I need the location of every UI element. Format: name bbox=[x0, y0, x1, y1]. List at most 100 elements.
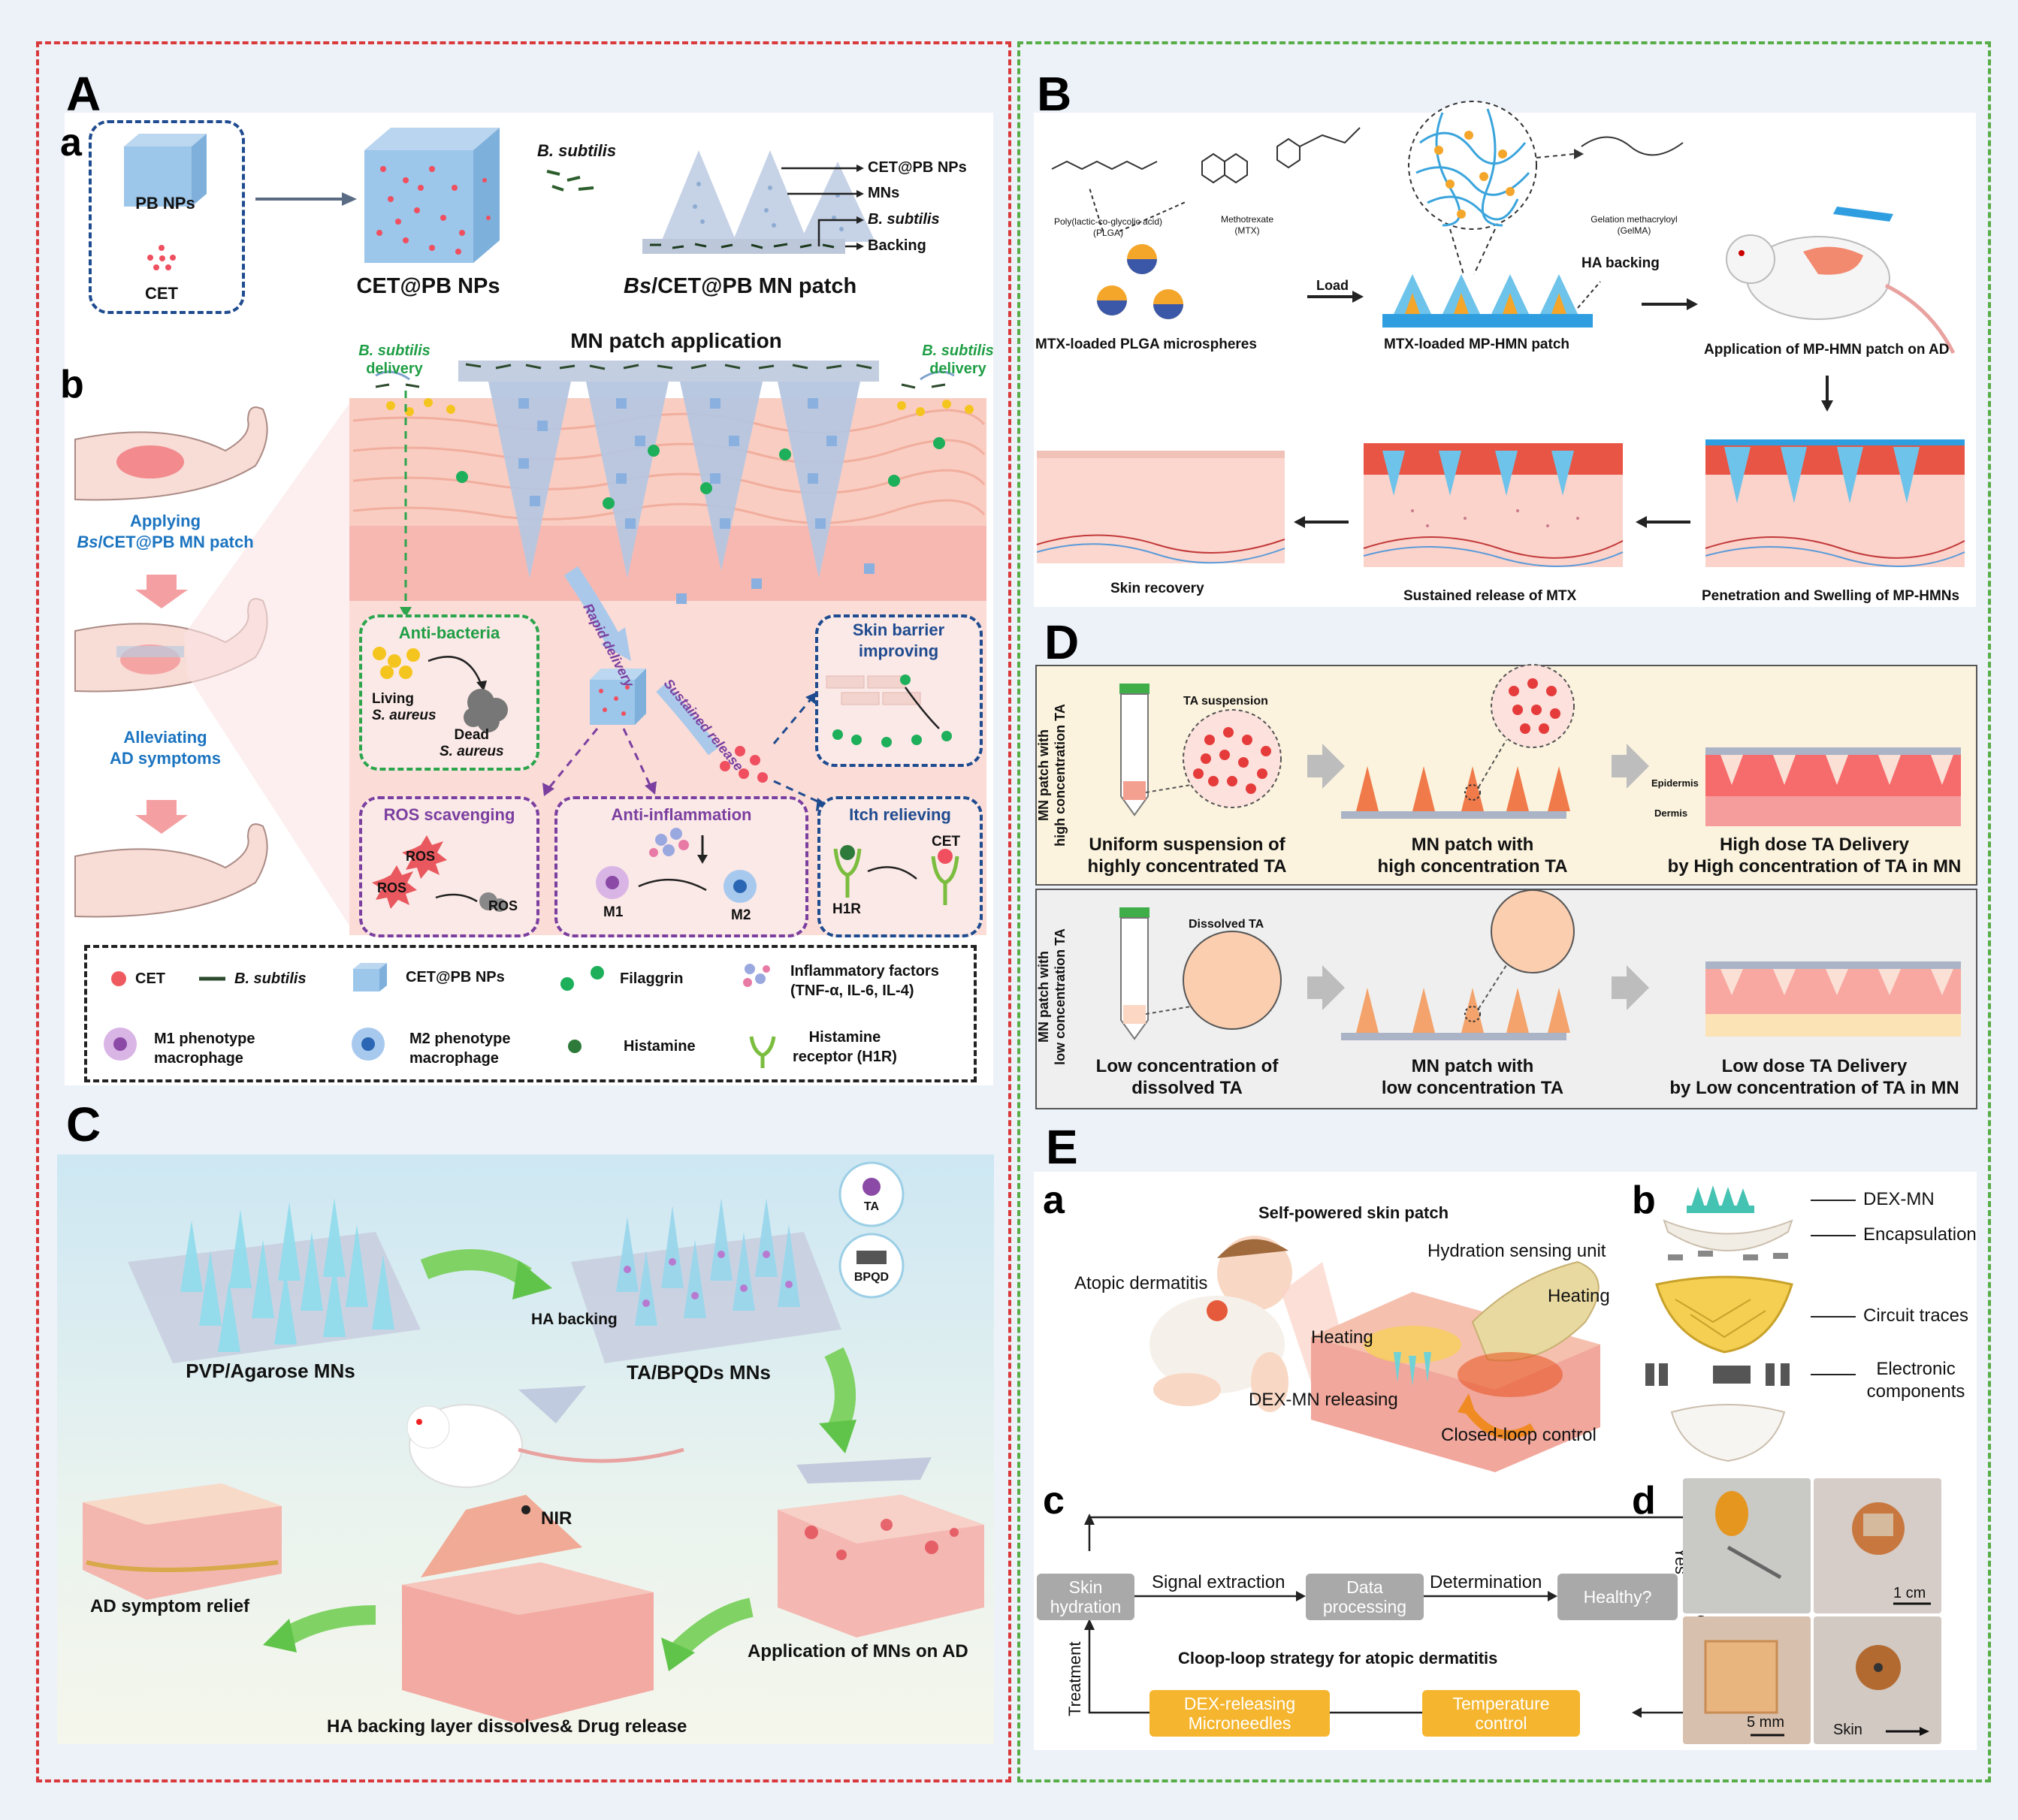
patch-title-italic: Bs bbox=[624, 274, 652, 298]
high-2a: MN patch with bbox=[1411, 835, 1534, 855]
low-3b: by Low concentration of TA in MN bbox=[1669, 1078, 1959, 1098]
skin-hydration-1: Skin bbox=[1068, 1577, 1103, 1597]
panel-right-frame bbox=[1017, 41, 1991, 1782]
pb-nps-label: PB NPs bbox=[135, 194, 195, 213]
layer-electronic-2: components bbox=[1866, 1381, 1965, 1402]
patch-title-rest: /CET@PB MN patch bbox=[651, 274, 857, 298]
legend-m1-1: M1 phenotype bbox=[154, 1031, 255, 1047]
mp-hmn-patch-label: MTX-loaded MP-HMN patch bbox=[1384, 337, 1569, 352]
skin-barrier-box bbox=[815, 614, 983, 767]
legend-inflam-1: Inflammatory factors bbox=[790, 963, 939, 979]
application-mns-label: Application of MNs on AD bbox=[748, 1641, 968, 1662]
h1r-label: H1R bbox=[832, 901, 862, 917]
panel-b bbox=[1034, 113, 1976, 607]
legend-m2-1: M2 phenotype bbox=[409, 1031, 511, 1047]
patch-title: Bs/CET@PB MN patch bbox=[624, 274, 856, 299]
panel-b-letter: B bbox=[1037, 67, 1072, 121]
temp-1: Temperature bbox=[1452, 1693, 1550, 1713]
plga-1: Poly(lactic-co-glycolic acid) bbox=[1053, 216, 1163, 227]
legend-h1r-1: Histamine bbox=[808, 1029, 881, 1046]
dead-2: S. aureus bbox=[440, 744, 504, 759]
nir-label: NIR bbox=[541, 1508, 572, 1529]
self-powered-label: Self-powered skin patch bbox=[1258, 1203, 1449, 1222]
dex-mn-1: DEX-releasing bbox=[1183, 1693, 1296, 1713]
layer-electronic-1: Electronic bbox=[1876, 1359, 1956, 1379]
gelma-1: Gelation methacryloyl bbox=[1591, 214, 1678, 225]
dissolve-label: HA backing layer dissolves& Drug release bbox=[327, 1716, 687, 1737]
anti-inflammation-title: Anti-inflammation bbox=[611, 805, 752, 824]
b-subtilis-label: B. subtilis bbox=[537, 141, 617, 160]
callout-cetpb: CET@PB NPs bbox=[868, 159, 967, 176]
callout-backing: Backing bbox=[868, 237, 926, 254]
bs-delivery-left-2: delivery bbox=[366, 361, 423, 377]
low-2a: MN patch with bbox=[1411, 1056, 1534, 1076]
gelma-2: (GelMA) bbox=[1617, 225, 1651, 236]
panel-e-c-letter: c bbox=[1043, 1479, 1065, 1523]
application-b-label: Application of MP-HMN patch on AD bbox=[1704, 342, 1950, 358]
bs-delivery-right-1: B. subtilis bbox=[922, 343, 994, 359]
epidermis-label: Epidermis bbox=[1651, 777, 1699, 789]
layer-dex-mn: DEX-MN bbox=[1863, 1189, 1935, 1209]
ta-suspension-label: TA suspension bbox=[1183, 695, 1268, 708]
atopic-label: Atopic dermatitis bbox=[1074, 1273, 1208, 1293]
mtx-label: Methotrexate(MTX) bbox=[1202, 214, 1292, 237]
callout-bsub: B. subtilis bbox=[868, 211, 940, 228]
panel-e-b-letter: b bbox=[1632, 1179, 1656, 1222]
bs-delivery-left-1: B. subtilis bbox=[358, 343, 430, 359]
panel-c-letter: C bbox=[66, 1097, 101, 1151]
legend-cetpb: CET@PB NPs bbox=[406, 969, 505, 985]
skin-barrier-1: Skin barrier bbox=[852, 620, 945, 639]
dissolved-ta-label: Dissolved TA bbox=[1189, 918, 1264, 931]
legend-m2-2: macrophage bbox=[409, 1050, 499, 1067]
applying-2-rest: /CET@PB MN patch bbox=[98, 533, 254, 551]
relief-label: AD symptom relief bbox=[90, 1596, 250, 1616]
layer-circuit: Circuit traces bbox=[1863, 1305, 1969, 1326]
dex-mn-2: Microneedles bbox=[1188, 1713, 1291, 1733]
bs-delivery-left: B. subtilis delivery bbox=[346, 342, 443, 378]
low-3a: Low dose TA Delivery bbox=[1721, 1056, 1908, 1076]
itch-title: Itch relieving bbox=[849, 805, 951, 824]
mtx-2: (MTX) bbox=[1234, 225, 1260, 236]
microspheres-label: MTX-loaded PLGA microspheres bbox=[1035, 337, 1257, 352]
skin-hydration-2: hydration bbox=[1050, 1597, 1122, 1616]
data-processing-1: Data bbox=[1346, 1577, 1383, 1597]
applying-1: Applying bbox=[129, 512, 201, 530]
ha-backing-label: HA backing bbox=[531, 1311, 618, 1328]
anti-bacteria-box bbox=[359, 614, 539, 771]
load-label: Load bbox=[1316, 278, 1349, 293]
heating-label: Heating bbox=[1548, 1286, 1610, 1306]
plga-2: (PLGA) bbox=[1092, 228, 1123, 238]
penetration-label: Penetration and Swelling of MP-HMNs bbox=[1702, 588, 1960, 604]
legend-box bbox=[84, 945, 977, 1082]
ros-1: ROS bbox=[406, 849, 436, 864]
legend-inflam-2: (TNF-α, IL-6, IL-4) bbox=[790, 982, 914, 999]
applying-2-italic: Bs bbox=[77, 533, 98, 551]
high-1b: highly concentrated TA bbox=[1087, 856, 1287, 877]
scale-1cm: 1 cm bbox=[1893, 1585, 1926, 1601]
side-high-2: high concentration TA bbox=[1053, 704, 1068, 847]
layer-encapsulation: Encapsulation bbox=[1863, 1224, 1977, 1245]
skin-arrow-label: Skin bbox=[1833, 1722, 1862, 1738]
determination-label: Determination bbox=[1430, 1572, 1542, 1592]
ros-title: ROS scavenging bbox=[383, 805, 515, 824]
legend-bsub: B. subtilis bbox=[234, 970, 307, 987]
data-processing-2: processing bbox=[1322, 1597, 1407, 1616]
low-1a: Low concentration of bbox=[1095, 1056, 1279, 1076]
hydration-label: Hydration sensing unit bbox=[1427, 1241, 1606, 1261]
panel-e-d-letter: d bbox=[1632, 1479, 1656, 1523]
